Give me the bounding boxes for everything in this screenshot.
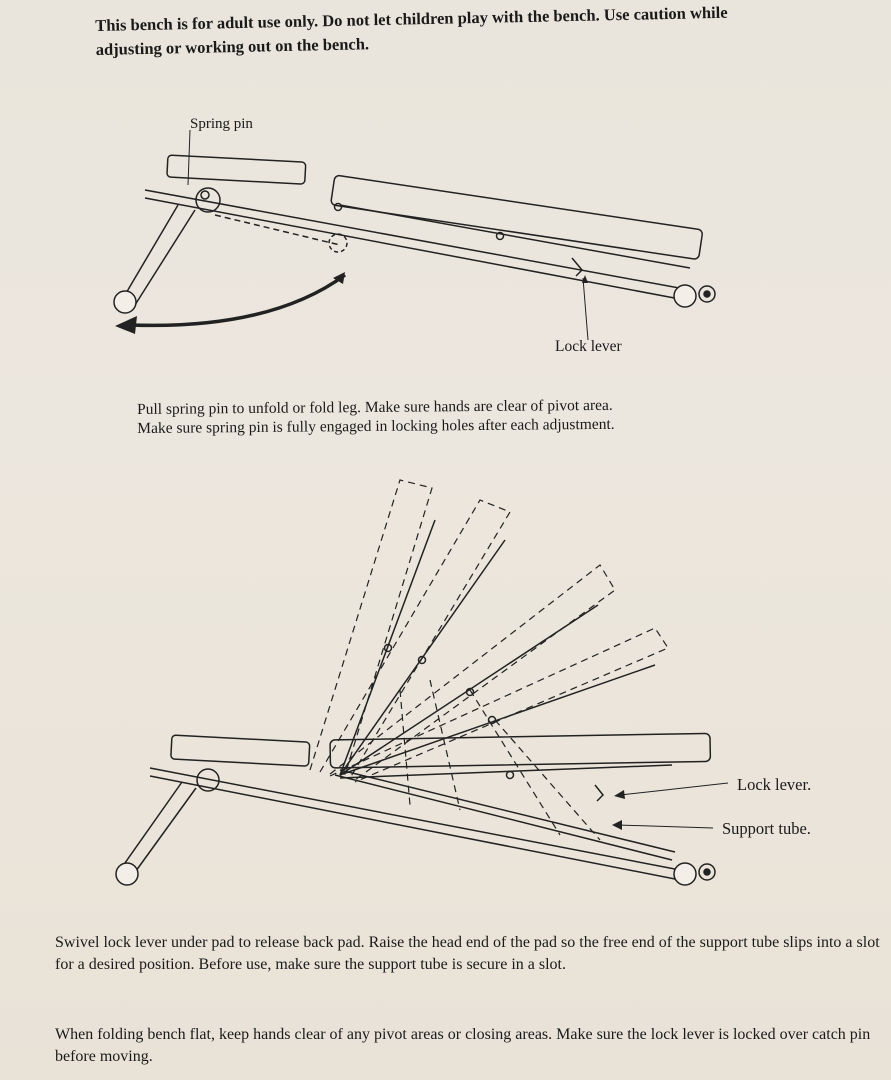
support-tube-label: Support tube. (722, 819, 811, 838)
lock-lever-label: Lock lever (555, 338, 622, 355)
lock-lever-label-2: Lock lever. (737, 775, 812, 794)
bench-incline-diagram (115, 479, 729, 886)
bench-fold-diagram (113, 129, 716, 341)
folding-instructions: When folding bench flat, keep hands clea… (55, 1026, 871, 1065)
spring-pin-label: Spring pin (190, 116, 253, 132)
fold-leg-caption: Pull spring pin to unfold or fold leg. M… (137, 396, 615, 438)
adjust-instructions: Swivel lock lever under pad to release b… (55, 934, 880, 973)
